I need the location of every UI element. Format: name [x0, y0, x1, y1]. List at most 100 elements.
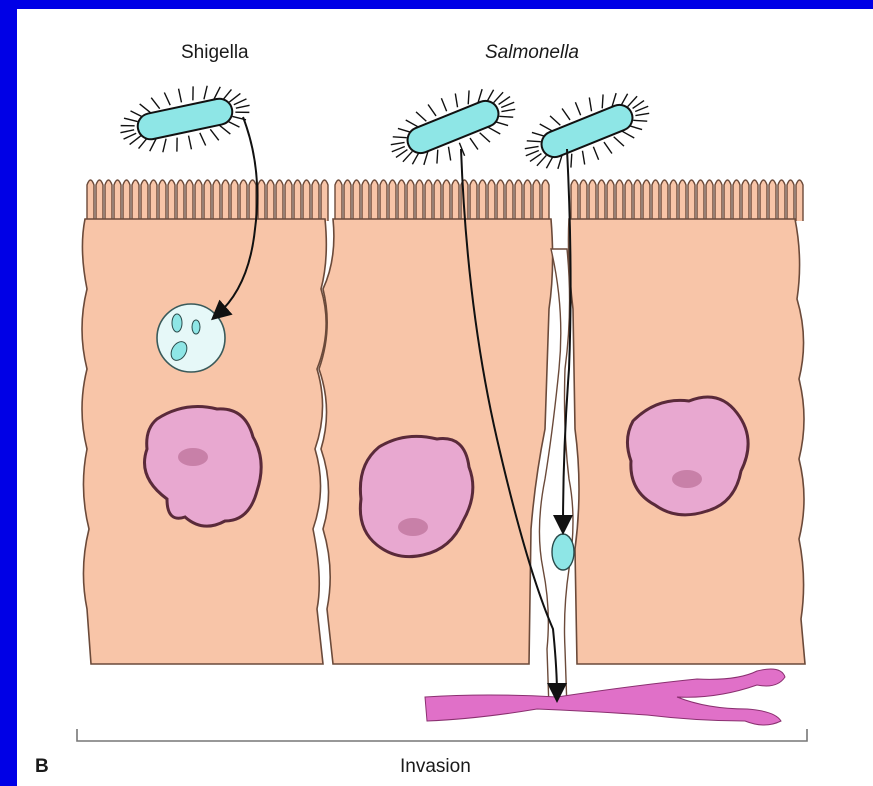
flagellum — [392, 146, 405, 151]
flagellum — [121, 123, 135, 129]
flagellum — [497, 97, 511, 105]
microvillus — [661, 180, 668, 221]
microvillus — [679, 180, 686, 221]
microvillus — [249, 180, 256, 221]
flagellum — [635, 106, 648, 111]
microvillus — [616, 180, 623, 221]
vacuole-icon — [157, 304, 225, 372]
microvillus — [114, 180, 121, 221]
microvillus — [796, 180, 803, 221]
microvillus — [240, 180, 247, 221]
vacuole-bacterium-2 — [192, 320, 200, 334]
flagellum — [480, 130, 490, 144]
flagellum — [233, 99, 247, 105]
microvillus — [371, 180, 378, 221]
invasion-diagram — [17, 9, 873, 786]
flagellum — [501, 102, 514, 107]
microvillus — [96, 180, 103, 221]
microvillus — [303, 180, 310, 221]
microvillus — [706, 180, 713, 221]
nucleolus-left — [178, 448, 208, 466]
microvillus — [380, 180, 387, 221]
flagellum — [633, 116, 647, 126]
flagellum — [446, 147, 454, 161]
flagellum — [428, 103, 436, 117]
flagellum — [635, 110, 649, 118]
flagellum — [550, 114, 560, 128]
microvillus — [353, 180, 360, 221]
flagellum — [236, 105, 250, 108]
nucleus-right — [627, 397, 748, 515]
capillary-icon — [425, 669, 785, 725]
microvillus — [344, 180, 351, 221]
microvillus — [787, 180, 794, 221]
microvillus — [434, 180, 441, 221]
microvillus — [470, 180, 477, 221]
microvillus — [407, 180, 414, 221]
microvillus — [285, 180, 292, 221]
microvillus — [452, 180, 459, 221]
flagellum — [147, 139, 158, 151]
microvillus — [141, 180, 148, 221]
flagellum — [593, 147, 598, 160]
microvillus — [733, 180, 740, 221]
flagellum — [164, 92, 170, 106]
microvillus — [258, 180, 265, 221]
microvillus — [231, 180, 238, 221]
flagellum — [189, 136, 192, 150]
microvillus — [589, 180, 596, 221]
microvillus — [542, 180, 549, 221]
microvillus — [168, 180, 175, 221]
flagellum — [452, 93, 460, 107]
nucleolus-middle — [398, 518, 428, 536]
flagellum — [499, 112, 513, 122]
panel-label: B — [35, 756, 49, 778]
flagellum — [604, 141, 612, 155]
flagellum — [525, 144, 539, 152]
flagellum — [124, 116, 138, 125]
flagellum — [393, 132, 407, 142]
microvillus — [488, 180, 495, 221]
microvilli-brush-border — [87, 180, 803, 221]
flagellum — [174, 138, 180, 152]
flagellum — [614, 134, 624, 148]
microvillus — [724, 180, 731, 221]
flagellum — [190, 86, 196, 100]
microvillus — [105, 180, 112, 221]
microvillus — [294, 180, 301, 221]
microvillus — [389, 180, 396, 221]
microvillus — [769, 180, 776, 221]
vacuole-bacterium-1 — [172, 314, 182, 332]
microvillus — [186, 180, 193, 221]
microvillus — [87, 180, 94, 221]
bacterium-icon — [380, 74, 526, 181]
flagellum — [562, 107, 570, 121]
microvillus — [159, 180, 166, 221]
flagellum — [432, 150, 442, 164]
salmonella-label: Salmonella — [485, 42, 579, 64]
microvillus — [321, 180, 328, 221]
flagellum — [501, 106, 515, 114]
microvillus — [670, 180, 677, 221]
flagellum — [586, 97, 594, 111]
microvillus — [150, 180, 157, 221]
microvillus — [742, 180, 749, 221]
microvillus — [580, 180, 587, 221]
microvillus — [515, 180, 522, 221]
microvillus — [362, 180, 369, 221]
flagellum — [631, 101, 645, 109]
flagellum — [123, 133, 137, 139]
microvillus — [598, 180, 605, 221]
microvillus — [267, 180, 274, 221]
microvillus — [425, 180, 432, 221]
microvillus — [132, 180, 139, 221]
microvillus — [213, 180, 220, 221]
flagellum — [151, 96, 159, 110]
flagellum — [212, 87, 223, 99]
microvillus — [204, 180, 211, 221]
microvillus — [643, 180, 650, 221]
flagellum — [160, 139, 168, 153]
microvillus — [443, 180, 450, 221]
microvillus — [222, 180, 229, 221]
microvillus — [634, 180, 641, 221]
